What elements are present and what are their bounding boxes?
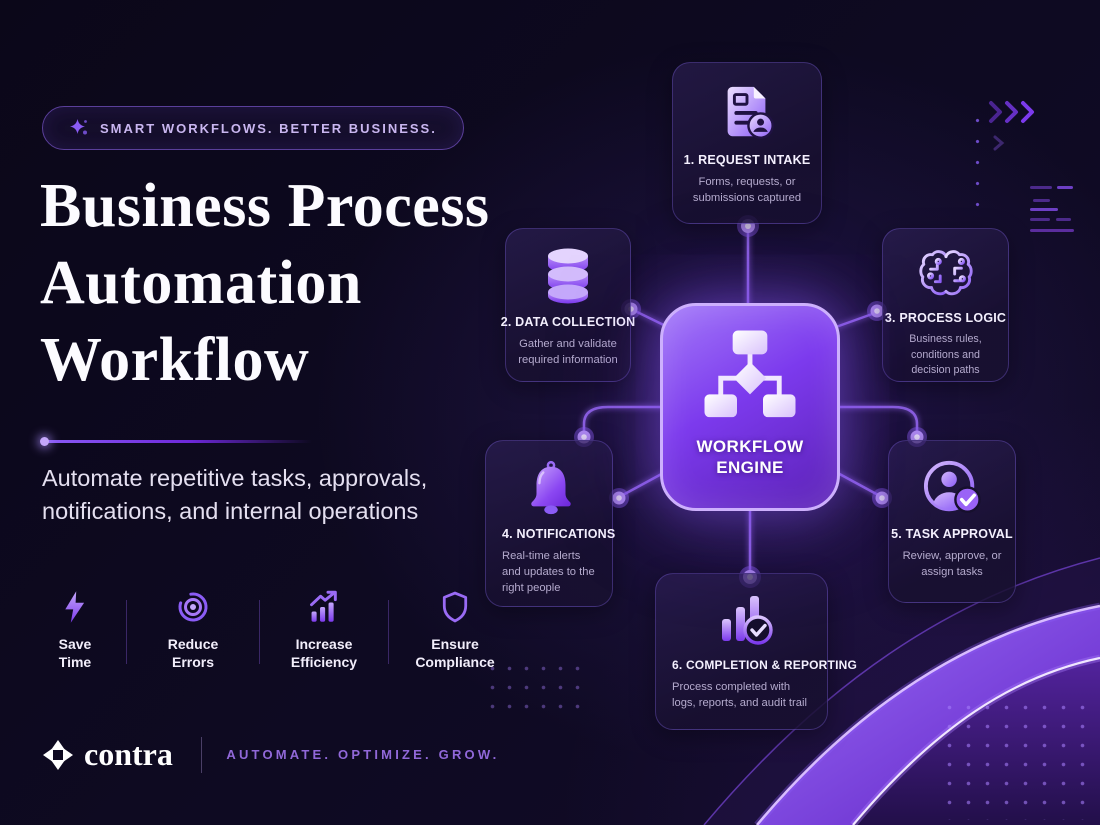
shield-icon [442, 591, 468, 623]
node-description: Real-time alerts and updates to the righ… [502, 550, 595, 595]
center-label-line-1: WORKFLOW [696, 437, 804, 456]
node-card-process-logic: 3. PROCESS LOGIC Business rules, conditi… [882, 228, 1009, 382]
benefit-label: Save Time [58, 636, 92, 671]
node-description: Business rules, conditions and decision … [909, 333, 982, 377]
brain-icon [918, 250, 973, 296]
dot-grid-left [484, 659, 590, 719]
footer-separator [200, 736, 203, 773]
dot-grid-right [940, 698, 1095, 820]
contra-logo-icon [43, 739, 73, 770]
node-card-notifications: 4. NOTIFICATIONS Real-time alerts and up… [485, 440, 616, 607]
center-node-label: WORKFLOW ENGINE [696, 436, 803, 479]
benefit-save-time: Save Time [42, 590, 108, 671]
title-line-1: Business Process [40, 172, 490, 240]
benefits-row: Save Time Reduce Errors Increase Efficie… [42, 590, 503, 671]
bell-icon [531, 460, 571, 515]
dots-column-decoration [975, 110, 980, 210]
node-step-title: 1. REQUEST INTAKE [683, 153, 811, 167]
brand-tagline: AUTOMATE. OPTIMIZE. GROW. [226, 747, 500, 762]
node-card-request-intake: 1. REQUEST INTAKE Forms, requests, or su… [672, 62, 822, 224]
title-divider [40, 437, 312, 445]
node-step-title: 4. NOTIFICATIONS [502, 527, 616, 541]
node-card-task-approval: 5. TASK APPROVAL Review, approve, or ass… [888, 440, 1016, 603]
footer-brand-row: contra AUTOMATE. OPTIMIZE. GROW. [42, 736, 499, 773]
title-line-2: Automation [40, 248, 362, 317]
growth-arrow-icon [310, 590, 337, 622]
chevrons-icon [989, 101, 1034, 123]
benefit-label: Increase Efficiency [290, 636, 358, 671]
page-title: Business Process Automation Workflow [40, 168, 540, 399]
benefit-label: Reduce Errors [167, 636, 219, 671]
benefit-label: Ensure Compliance [415, 636, 495, 671]
document-user-icon [727, 86, 774, 139]
badge-label: SMART WORKFLOWS. BETTER BUSINESS. [100, 120, 437, 136]
title-line-3: Workflow [40, 325, 310, 394]
workflow-engine-node: WORKFLOW ENGINE [660, 303, 840, 511]
node-description: Gather and validate required information [518, 338, 618, 367]
target-icon [178, 592, 208, 622]
sparkle-icon [70, 119, 87, 135]
headline-badge: SMART WORKFLOWS. BETTER BUSINESS. [42, 106, 464, 150]
node-step-title: 5. TASK APPROVAL [891, 527, 1013, 541]
node-step-title: 6. COMPLETION & REPORTING [672, 658, 858, 672]
lines-decoration [1030, 186, 1078, 234]
benefit-ensure-compliance: Ensure Compliance [407, 590, 503, 671]
flowchart-icon [704, 330, 796, 418]
lightning-icon [65, 591, 85, 623]
brand-name: contra [84, 736, 173, 772]
page-subtitle: Automate repetitive tasks, approvals, no… [42, 465, 428, 525]
benefit-separator [388, 599, 389, 664]
benefit-separator [126, 599, 127, 664]
user-check-icon [923, 460, 981, 513]
chevron-small-icon [993, 135, 1005, 151]
chart-check-icon [721, 596, 773, 645]
node-description: Forms, requests, or submissions captured [692, 176, 802, 205]
node-description: Process completed with logs, reports, an… [672, 681, 807, 710]
benefit-separator [259, 599, 260, 664]
benefit-increase-efficiency: Increase Efficiency [278, 590, 370, 671]
database-icon [548, 248, 588, 304]
node-card-data-collection: 2. DATA COLLECTION Gather and validate r… [501, 228, 635, 382]
center-label-line-2: ENGINE [716, 458, 784, 478]
node-description: Review, approve, or assign tasks [902, 550, 1002, 579]
node-card-completion-reporting: 6. COMPLETION & REPORTING Process comple… [655, 573, 857, 730]
node-step-title: 2. DATA COLLECTION [500, 315, 636, 329]
benefit-reduce-errors: Reduce Errors [145, 590, 241, 671]
node-step-title: 3. PROCESS LOGIC [884, 311, 1007, 325]
